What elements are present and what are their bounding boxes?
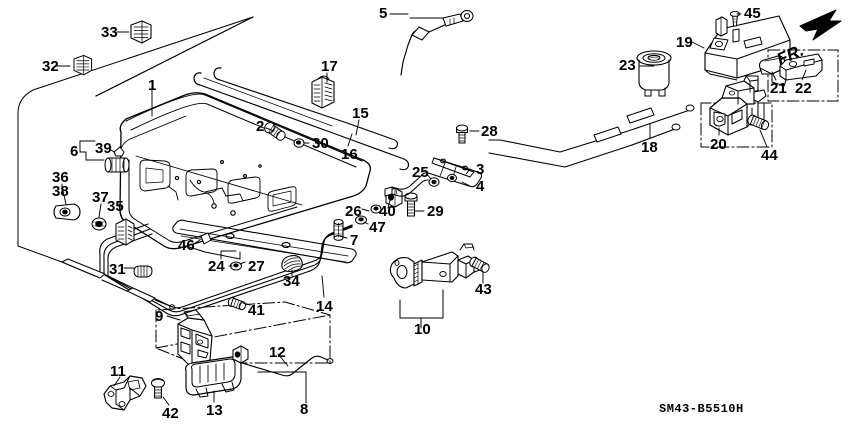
callout-9: 9 (155, 308, 164, 325)
callout-26: 26 (345, 203, 362, 220)
callout-13: 13 (206, 402, 223, 419)
callout-20: 20 (710, 136, 727, 153)
callout-45: 45 (744, 5, 761, 22)
callout-32: 32 (42, 58, 59, 75)
callout-28: 28 (481, 123, 498, 140)
callout-39: 39 (95, 140, 112, 157)
callout-27: 27 (248, 258, 265, 275)
callout-42: 42 (162, 405, 179, 422)
callout-10: 10 (414, 321, 431, 338)
callout-19: 19 (676, 34, 693, 51)
callout-16: 16 (341, 146, 358, 163)
callout-30: 30 (312, 135, 329, 152)
callout-41: 41 (248, 302, 265, 319)
callout-35: 35 (107, 198, 124, 215)
callout-23: 23 (619, 57, 636, 74)
callout-15: 15 (352, 105, 369, 122)
callout-6: 6 (70, 143, 79, 160)
callout-31: 31 (109, 261, 126, 278)
callout-1: 1 (148, 77, 157, 94)
callout-40: 40 (379, 203, 396, 220)
callout-12: 12 (269, 344, 286, 361)
callout-18: 18 (641, 139, 658, 156)
callout-11: 11 (110, 363, 126, 380)
callout-8: 8 (300, 401, 309, 418)
callout-25: 25 (412, 164, 429, 181)
diagram-part-code: SM43-B5510H (659, 402, 744, 416)
callout-3: 3 (476, 161, 485, 178)
callout-38: 38 (52, 183, 69, 200)
callout-5: 5 (379, 5, 388, 22)
callout-17: 17 (321, 58, 338, 75)
callout-44: 44 (761, 147, 778, 164)
callout-33: 33 (101, 24, 118, 41)
callout-36: 36 (52, 169, 69, 186)
callout-2: 2 (256, 118, 265, 135)
callout-37: 37 (92, 189, 109, 206)
callout-29: 29 (427, 203, 444, 220)
callout-46: 46 (178, 237, 195, 254)
callout-7: 7 (350, 232, 359, 249)
callout-21: 21 (770, 80, 787, 97)
callout-47: 47 (369, 219, 386, 236)
callout-22: 22 (795, 80, 812, 97)
callout-34: 34 (283, 273, 300, 290)
callout-4: 4 (476, 178, 485, 195)
callout-43: 43 (475, 281, 492, 298)
callout-14: 14 (316, 298, 333, 315)
callout-24: 24 (208, 258, 225, 275)
